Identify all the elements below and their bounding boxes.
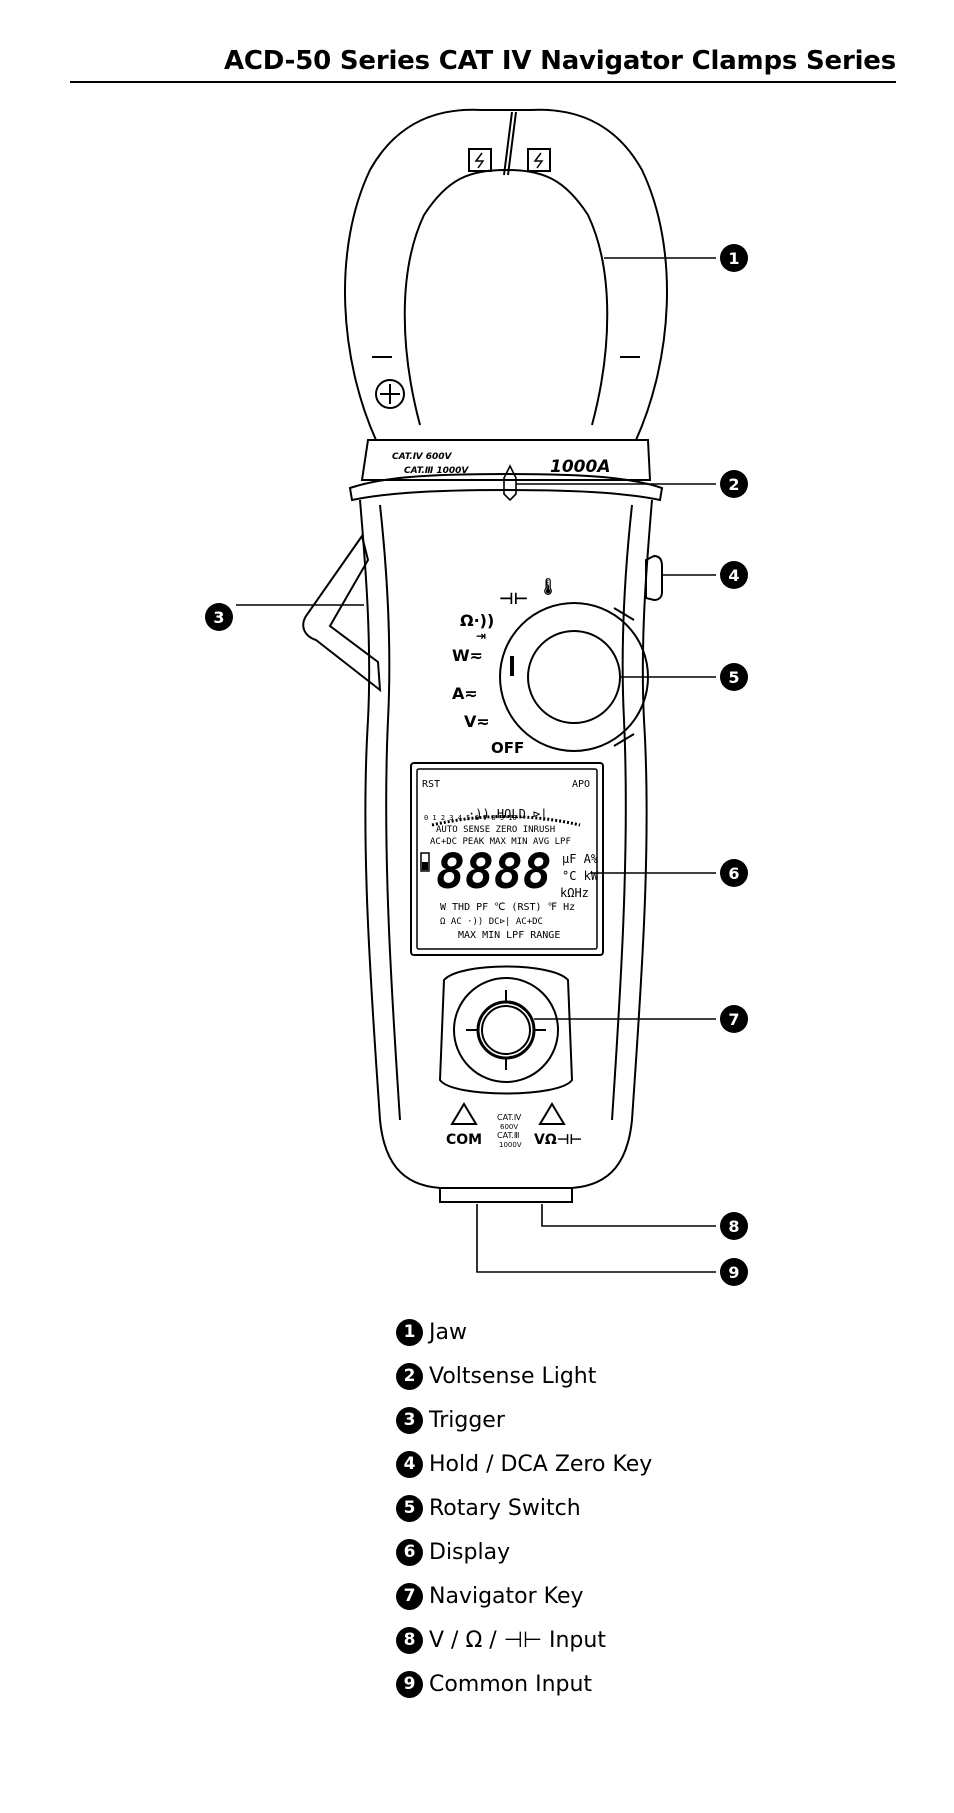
navigator-center-button [476, 1000, 536, 1060]
legend-item-trigger: 3 Trigger [396, 1398, 652, 1442]
terminal-com-label: COM [446, 1132, 482, 1148]
dial-diode: ⇥ [476, 629, 486, 643]
terminal-cat-2: 600V [500, 1123, 518, 1131]
legend-label: Hold / DCA Zero Key [429, 1451, 653, 1477]
legend-item-voltsense-light: 2 Voltsense Light [396, 1354, 652, 1398]
legend-item-common-input: 9 Common Input [396, 1662, 652, 1706]
legend-label: Display [429, 1539, 511, 1565]
legend-list: 1 Jaw 2 Voltsense Light 3 Trigger 4 Hold… [396, 1310, 652, 1706]
dial-capacitance: ⊣⊢ [499, 589, 528, 608]
lcd-battery-icon [420, 852, 430, 872]
jaw-split [507, 111, 517, 176]
callout-3: 3 [213, 608, 224, 627]
hand-guard [348, 472, 664, 502]
callout-5: 5 [728, 668, 739, 687]
callout-1: 1 [728, 249, 739, 268]
legend-badge: 6 [396, 1538, 423, 1566]
legend-badge: 4 [396, 1450, 423, 1478]
clamp-meter-diagram: CAT.Ⅳ 600V CAT.Ⅲ 1000V 1000A 🌡 ⊣⊢ Ω·)) ⇥… [205, 108, 748, 1286]
legend-item-display: 6 Display [396, 1530, 652, 1574]
lcd-row6: MAX MIN LPF RANGE [458, 930, 560, 941]
navigator-bezel [438, 965, 574, 1095]
legend-label: Navigator Key [429, 1583, 584, 1609]
jaw-collar [360, 439, 652, 481]
trigger [302, 533, 382, 693]
callout-badges [205, 244, 748, 1286]
hold-key [645, 554, 663, 602]
terminal-vohm-label: VΩ⊣⊢ [534, 1132, 582, 1148]
lcd-units3: kΩHz [560, 886, 589, 900]
vohm-warning-icon [538, 1102, 566, 1125]
header-rule [70, 81, 896, 83]
lcd-row2: AUTO SENSE ZERO INRUSH [436, 825, 555, 835]
legend-item-navigator-key: 7 Navigator Key [396, 1574, 652, 1618]
lcd-scale: 0 1 2 3 4 5 6 7 8 9 10 [424, 814, 517, 822]
callout-4: 4 [728, 566, 739, 585]
jaw-cat-label-2: CAT.Ⅲ 1000V [404, 466, 469, 476]
meter-body [359, 499, 653, 1189]
terminal-cat-3: CAT.Ⅲ [497, 1131, 519, 1140]
legend-label: Jaw [429, 1319, 467, 1345]
terminal-base [439, 1188, 573, 1203]
legend-label: Trigger [429, 1407, 505, 1433]
legend-badge: 7 [396, 1582, 423, 1610]
legend-label: Rotary Switch [429, 1495, 581, 1521]
lcd-rst: RST [422, 779, 440, 790]
terminal-cat-4: 1000V [499, 1141, 522, 1149]
legend-item-hold-key: 4 Hold / DCA Zero Key [396, 1442, 652, 1486]
jaw-warning-icon-left [468, 148, 492, 172]
lcd-screen [416, 768, 598, 950]
rotary-switch-knob [527, 630, 621, 724]
legend-badge: 5 [396, 1494, 423, 1522]
leader-8 [541, 1204, 716, 1227]
lcd-digits: 8888 [436, 844, 552, 900]
lcd-scale-arc [431, 815, 581, 827]
legend-label: Voltsense Light [429, 1363, 597, 1389]
jaw-cat-label-1: CAT.Ⅳ 600V [392, 452, 453, 462]
lcd-row5: Ω AC ·)) DC⊳| AC+DC [440, 917, 543, 927]
lcd-units1: μF A% [562, 852, 599, 866]
lcd-row3: AC+DC PEAK MAX MIN AVG LPF [430, 837, 571, 847]
terminal-cat-1: CAT.Ⅳ [497, 1113, 522, 1122]
lcd-row1: ·)) HOLD ⊳| [468, 807, 547, 821]
dial-amps: A≂ [452, 684, 478, 703]
jaw-warning-icon-right [527, 148, 551, 172]
leader-9 [476, 1204, 716, 1273]
voltsense-light [503, 464, 517, 502]
lcd-units2: °C kW [562, 869, 599, 883]
legend-label: Common Input [429, 1671, 593, 1697]
page-header-title: ACD-50 Series CAT IV Navigator Clamps Se… [223, 46, 896, 76]
legend-item-rotary-switch: 5 Rotary Switch [396, 1486, 652, 1530]
legend-badge: 9 [396, 1670, 423, 1698]
dial-volts: V≂ [464, 712, 490, 731]
lcd-apo: APO [572, 779, 590, 790]
jaw-current-rating: 1000A [550, 457, 610, 477]
navigator-ring [453, 977, 559, 1083]
legend-item-v-input: 8 V / Ω / ⊣⊢ Input [396, 1618, 652, 1662]
lcd-bezel [410, 762, 604, 956]
legend-item-jaw: 1 Jaw [396, 1310, 652, 1354]
dial-watts: W≂ [452, 646, 483, 665]
legend-label: V / Ω / ⊣⊢ Input [429, 1627, 606, 1653]
callout-9: 9 [728, 1263, 739, 1282]
dial-temp: 🌡 [538, 577, 558, 596]
dial-off: OFF [491, 739, 524, 757]
legend-badge: 1 [396, 1318, 423, 1346]
lcd-row4: W THD PF ℃ (RST) ℉ Hz [440, 902, 575, 913]
legend-badge: 2 [396, 1362, 423, 1390]
dial-ohm: Ω·)) [460, 611, 494, 630]
com-warning-icon [450, 1102, 478, 1125]
callout-2: 2 [728, 475, 739, 494]
callout-8: 8 [728, 1217, 739, 1236]
legend-badge: 8 [396, 1626, 423, 1654]
jaw-outer [344, 108, 668, 441]
jaw-inner [403, 168, 609, 426]
callout-7: 7 [728, 1010, 739, 1029]
legend-badge: 3 [396, 1406, 423, 1434]
callout-6: 6 [728, 864, 739, 883]
jaw-screw-icon [375, 379, 405, 409]
